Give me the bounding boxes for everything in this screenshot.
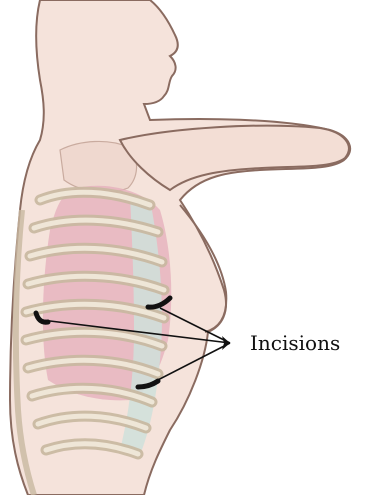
incisions-label: Incisions bbox=[250, 331, 340, 355]
raised-arm bbox=[120, 126, 349, 190]
arrowhead bbox=[222, 336, 230, 350]
